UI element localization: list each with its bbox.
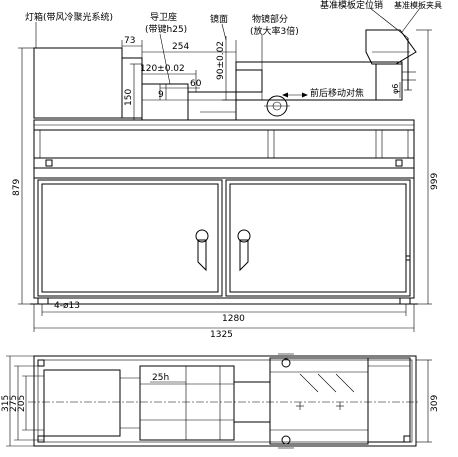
label-focus-move: 前后移动对焦 <box>310 87 364 99</box>
dim-9: 9 <box>158 90 164 100</box>
plan-view <box>28 353 420 449</box>
guide-seat-block <box>141 83 189 121</box>
dim-309: 309 <box>430 395 440 412</box>
dim-879: 879 <box>12 179 22 196</box>
label-leaders <box>35 7 421 85</box>
label-mirror-face: 镜面 <box>210 13 228 25</box>
foot-right <box>399 297 411 305</box>
dim-205: 205 <box>17 395 27 412</box>
left-handle <box>195 229 209 272</box>
lamp-housing-neck <box>121 57 143 119</box>
dim-150: 150 <box>124 89 134 106</box>
dim-275: 275 <box>9 395 19 412</box>
dim-315: 315 <box>1 395 11 412</box>
label-guide-key: (带键h25) <box>145 23 187 35</box>
plan-datum-clamp <box>367 357 411 443</box>
plan-outline <box>33 355 417 447</box>
right-handle <box>237 229 251 272</box>
dim-1325: 1325 <box>210 330 233 340</box>
plan-dimensions <box>6 355 432 447</box>
lamp-housing-body <box>33 47 123 119</box>
label-datum-clamp: 基准模板夹具 <box>394 0 442 10</box>
label-objective-part: 物镜部分 <box>252 13 288 25</box>
guide-rail <box>187 91 237 121</box>
front-dimensions <box>18 29 432 332</box>
left-door <box>41 183 219 293</box>
dim-73: 73 <box>124 36 135 46</box>
dim-25h: 25h <box>152 373 169 383</box>
dim-254: 254 <box>172 42 189 52</box>
mid-ledge <box>33 157 415 169</box>
dim-120: 120±0.02 <box>140 64 185 74</box>
dim-holes: 4-ø13 <box>54 301 80 311</box>
label-guide-seat: 导卫座 <box>150 11 177 23</box>
cabinet-body <box>33 177 415 299</box>
label-magnification: (放大率3倍) <box>250 25 299 37</box>
front-view <box>30 29 418 305</box>
dim-999: 999 <box>430 173 440 190</box>
right-door <box>229 183 407 293</box>
foot-left <box>37 297 49 305</box>
label-lamp-housing: 灯箱(带风冷聚光系统) <box>25 11 113 23</box>
dim-phi6: φ6 <box>391 84 400 94</box>
label-datum-pin: 基准模板定位销 <box>320 0 383 11</box>
dim-60: 60 <box>190 79 202 89</box>
plan-lamp-housing <box>43 369 121 437</box>
dim-1280: 1280 <box>222 314 245 324</box>
dim-90: 90±0.02 <box>216 41 226 80</box>
upper-beam <box>33 129 415 159</box>
